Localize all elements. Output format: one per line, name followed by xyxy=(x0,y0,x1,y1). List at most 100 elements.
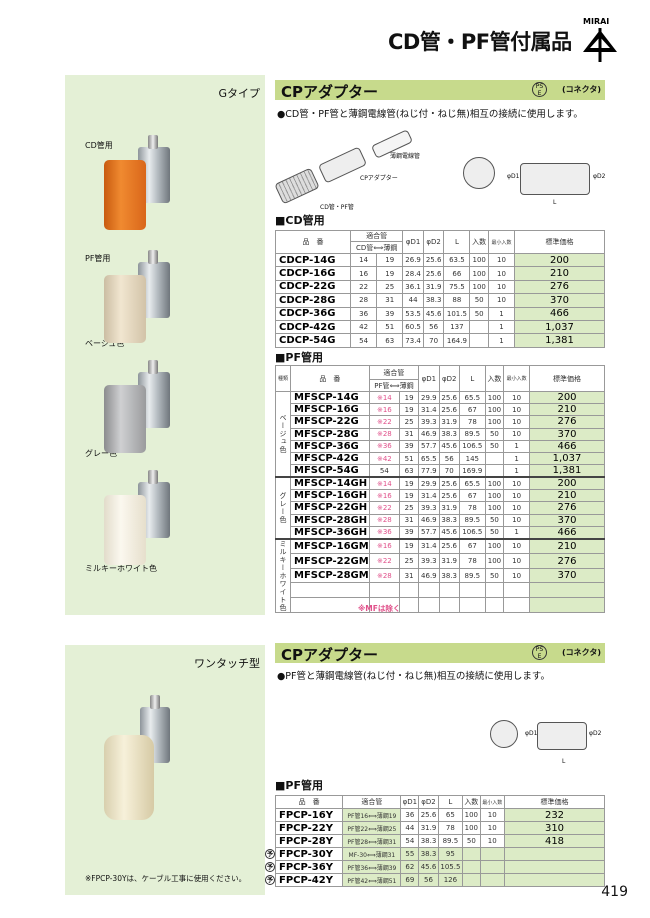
cell-text: 95 xyxy=(445,850,455,858)
table-cell: 63 xyxy=(399,464,420,478)
table-cell xyxy=(503,582,530,599)
table-cell: MFSCP-54G xyxy=(290,464,370,478)
table-cell: 466 xyxy=(514,306,605,321)
table-cell: 45.6 xyxy=(418,860,439,874)
table-cell: 45.6 xyxy=(422,306,445,321)
table-cell: FPCP-16Y xyxy=(274,808,344,822)
d2-label: φD2 xyxy=(593,173,606,180)
table-cell: FPCP-22Y xyxy=(274,821,344,835)
table-cell: 19 xyxy=(376,252,404,268)
cell-text: 89.5 xyxy=(442,837,459,845)
table-cell: PF管⟺薄鋼 xyxy=(368,379,420,392)
table-cell: 10 xyxy=(503,553,530,569)
table-cell: 106.5 xyxy=(458,439,486,453)
table-cell: 10 xyxy=(487,266,516,281)
table-cell: PF管42⟺薄鋼51 xyxy=(342,873,402,887)
table-cell: 210 xyxy=(529,538,605,555)
table-cell: 100 xyxy=(462,821,481,835)
table-cell xyxy=(503,597,530,613)
table-cell: MFSCP-22GM xyxy=(290,553,370,569)
pse-mark-icon: PS E xyxy=(532,645,547,660)
table-cell: CDCP-14G xyxy=(275,252,351,268)
table-cell: 標準価格 xyxy=(504,795,605,809)
section-header-cp-adapter: CPアダプター PS E (コネクタ) xyxy=(275,80,605,101)
table-cell xyxy=(484,464,505,478)
table-cell xyxy=(484,451,505,466)
table-cell: 46.9 xyxy=(418,513,440,527)
dimension-diagram: φD1 φD2 L xyxy=(275,700,605,780)
table-cell: 370 xyxy=(529,567,605,584)
table-cell: 38.3 xyxy=(438,513,460,527)
table-cell: 51 xyxy=(376,319,404,335)
cell-text: 100 xyxy=(464,824,478,832)
table-cell: 10 xyxy=(503,567,530,584)
table-cell: MFSCP-14GH xyxy=(290,476,370,491)
table-cell: 入数 xyxy=(484,365,505,392)
table-cell xyxy=(479,847,506,861)
cell-text: 10 xyxy=(487,824,497,832)
table-cell: 310 xyxy=(504,821,605,835)
table-cell: 入数 xyxy=(462,795,481,809)
table-cell: 418 xyxy=(504,834,605,848)
table-cell: 36.1 xyxy=(402,279,424,295)
table-cell: 29.9 xyxy=(418,390,440,405)
table-cell: 370 xyxy=(529,427,605,441)
table-cell: 44 xyxy=(400,821,420,835)
table-cell: ミルキーホワイト色 xyxy=(275,538,291,613)
table-cell: 39.3 xyxy=(418,415,440,429)
table-cell: 1,381 xyxy=(529,464,605,478)
cell-text: 38.3 xyxy=(420,850,437,858)
table-cell: CDCP-28G xyxy=(275,293,351,308)
table-cell: 10 xyxy=(503,403,530,417)
table-cell: 50 xyxy=(484,567,505,584)
table-cell xyxy=(290,582,370,599)
table-cell: 10 xyxy=(487,279,516,295)
table-cell: 42 xyxy=(349,319,378,335)
cd-label: CD管用 xyxy=(85,141,113,150)
cell-text: 78 xyxy=(445,824,455,832)
table-cell: MFSCP-42G xyxy=(290,451,370,466)
table-cell: MFSCP-14G xyxy=(290,390,370,405)
d2-label: φD2 xyxy=(589,730,602,737)
table-cell: MFSCP-36GH xyxy=(290,525,370,540)
table-cell xyxy=(368,597,401,613)
table-cell: 38.3 xyxy=(438,567,460,584)
table-cell xyxy=(479,860,506,874)
table-cell xyxy=(469,319,489,335)
table-cell: 78 xyxy=(458,553,486,569)
table-cell: 16 xyxy=(349,266,378,281)
cell-text: 418 xyxy=(544,835,565,847)
table-cell: 276 xyxy=(529,501,605,515)
table-cell: 210 xyxy=(529,403,605,417)
table-cell: 78 xyxy=(458,415,486,429)
table-cell: 25 xyxy=(399,415,420,429)
table-cell: 31.9 xyxy=(422,279,445,295)
table-cell: 370 xyxy=(514,293,605,308)
table-cell: 10 xyxy=(503,538,530,555)
cell-text: FPCP-30Y xyxy=(279,848,333,860)
description: ●CD管・PF管と薄鋼電線管(ねじ付・ねじ無)相互の接続に使用します。 xyxy=(277,109,583,120)
table-cell: 69 xyxy=(400,873,420,887)
table-cell: MF-30⟺薄鋼31 xyxy=(342,847,402,861)
table-cell: MFSCP-22G xyxy=(290,415,370,429)
table-cell: 31.9 xyxy=(438,415,460,429)
table-cell: 67 xyxy=(458,538,486,555)
table-cell: 137 xyxy=(443,319,471,335)
table-cell: 19 xyxy=(399,538,420,555)
cell-text: FPCP-22Y xyxy=(279,822,333,834)
table-cell: 25.6 xyxy=(438,403,460,417)
table-cell: 1 xyxy=(503,464,530,478)
table-cell xyxy=(438,597,460,613)
table-cell: 39 xyxy=(399,439,420,453)
